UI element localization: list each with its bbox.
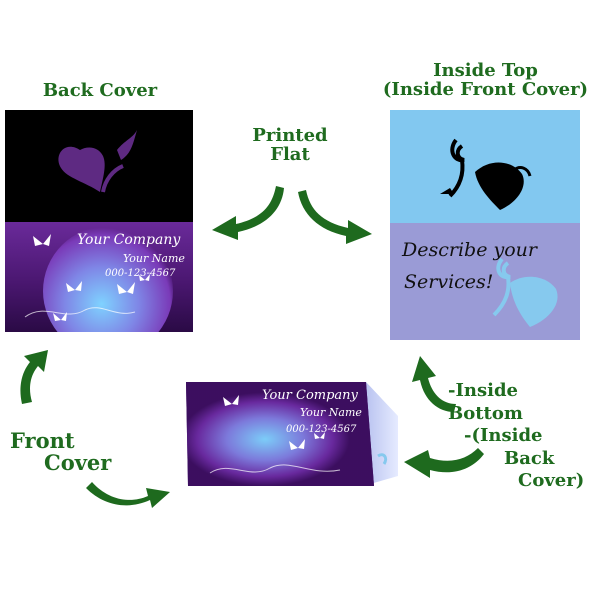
arrow-to-folded-card xyxy=(86,482,170,508)
inside-bottom-line3: Back xyxy=(504,447,555,469)
flat-line: Flat xyxy=(270,143,310,165)
back-cover-bottom: Your Company Your Name 000-123-4567 xyxy=(5,222,193,332)
folded-company-text: Your Company xyxy=(262,388,358,403)
describe-text-line2: Services! xyxy=(404,271,494,293)
inside-top-area xyxy=(390,110,580,223)
inside-bottom-label: -Inside Bottom -(Inside Back Cover) xyxy=(448,380,598,493)
back-cover-label: Back Cover xyxy=(42,80,158,101)
arrow-to-back-cover xyxy=(212,186,284,240)
inside-bottom-line1: -Inside Bottom xyxy=(448,380,523,424)
heart-swirl-icon xyxy=(492,257,558,327)
arrow-to-inside-top xyxy=(298,190,372,244)
front-cover-label: Front Cover xyxy=(10,428,120,476)
folded-card xyxy=(186,382,398,486)
inside-top-line2: (Inside Front Cover) xyxy=(382,78,589,100)
phone-text: 000-123-4567 xyxy=(105,268,176,279)
butterfly-icon xyxy=(24,234,150,321)
heart-swirl-icon xyxy=(58,130,137,193)
front-line: Front xyxy=(10,428,75,453)
folded-name-text: Your Name xyxy=(300,406,362,419)
heart-swirl-icon xyxy=(440,138,532,210)
printed-flat-label: Printed Flat xyxy=(245,125,335,165)
arrow-inside-to-folded xyxy=(404,448,484,478)
inside-top-label: Inside Top (Inside Front Cover) xyxy=(378,60,593,100)
inside-bottom-line4: Cover) xyxy=(518,470,585,491)
cover-line: Cover xyxy=(44,450,112,476)
describe-text-line1: Describe your xyxy=(402,239,537,261)
inside-top-line1: Inside Top xyxy=(433,60,538,81)
inside-bottom-area: Describe your Services! xyxy=(390,223,580,340)
printed-line: Printed xyxy=(252,125,328,146)
inside-bottom-line2: -(Inside xyxy=(464,425,543,446)
name-text: Your Name xyxy=(123,252,185,265)
arrow-front-to-back xyxy=(20,350,48,404)
back-cover-panel: Your Company Your Name 000-123-4567 xyxy=(5,110,193,332)
folded-phone-text: 000-123-4567 xyxy=(286,424,357,435)
arrow-to-inside-bottom xyxy=(412,356,456,412)
company-text: Your Company xyxy=(77,232,181,248)
inside-panel: Describe your Services! xyxy=(390,110,580,340)
